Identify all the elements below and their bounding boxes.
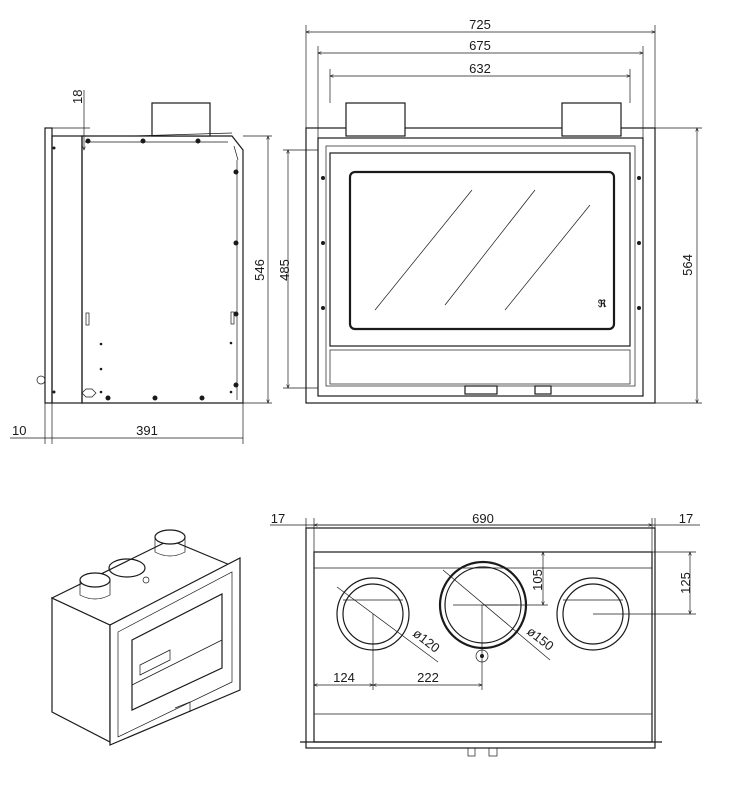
iso-front-face (109, 557, 241, 746)
dim-width-675: 675 (469, 38, 491, 53)
latch-icon (36, 375, 46, 385)
iso-glass (131, 593, 223, 711)
dim-margin-right-17: 17 (679, 511, 693, 526)
side-view: 546 485 18 10 391 (10, 90, 318, 444)
air-control (534, 385, 552, 395)
glass-panel (348, 170, 616, 331)
side-body (81, 135, 244, 404)
flue-collar-right (561, 102, 622, 137)
door (329, 152, 631, 347)
front-view: ℜ 725 675 632 564 (306, 17, 702, 403)
bolt-dots (52, 138, 239, 401)
dim-depth-391: 391 (136, 423, 158, 438)
brand-logo-icon: ℜ (598, 299, 607, 310)
iso-flue-left (79, 572, 111, 588)
dim-width-725: 725 (469, 17, 491, 32)
flue-collar-left (345, 102, 406, 137)
dim-height-564: 564 (680, 254, 695, 276)
dim-offset-125: 125 (678, 572, 693, 594)
handle-icon (81, 388, 97, 398)
dim-height-546: 546 (252, 259, 267, 281)
dim-offset-105: 105 (530, 569, 545, 591)
dim-width-632: 632 (469, 61, 491, 76)
dim-diameter-150: ø150 (524, 624, 557, 654)
flue-collar (151, 102, 211, 137)
iso-flue-center (108, 558, 146, 578)
isometric-view (50, 529, 241, 746)
dim-x-222: 222 (417, 670, 439, 685)
dim-top-18: 18 (70, 90, 85, 104)
dim-x-124: 124 (333, 670, 355, 685)
ash-lever (464, 385, 498, 395)
dim-front-10: 10 (12, 423, 26, 438)
front-frame (51, 135, 83, 404)
dim-width-690: 690 (472, 511, 494, 526)
top-view: 17 690 17 105 125 ø120 ø150 124 222 (270, 511, 700, 757)
front-frame-edge (44, 127, 53, 404)
top-outer (305, 527, 656, 749)
dim-door-485: 485 (277, 259, 292, 281)
iso-flue-right (154, 529, 186, 545)
dim-diameter-120: ø120 (410, 626, 443, 656)
dim-margin-left-17: 17 (271, 511, 285, 526)
outer-frame (305, 127, 656, 404)
door-frame (317, 137, 644, 397)
